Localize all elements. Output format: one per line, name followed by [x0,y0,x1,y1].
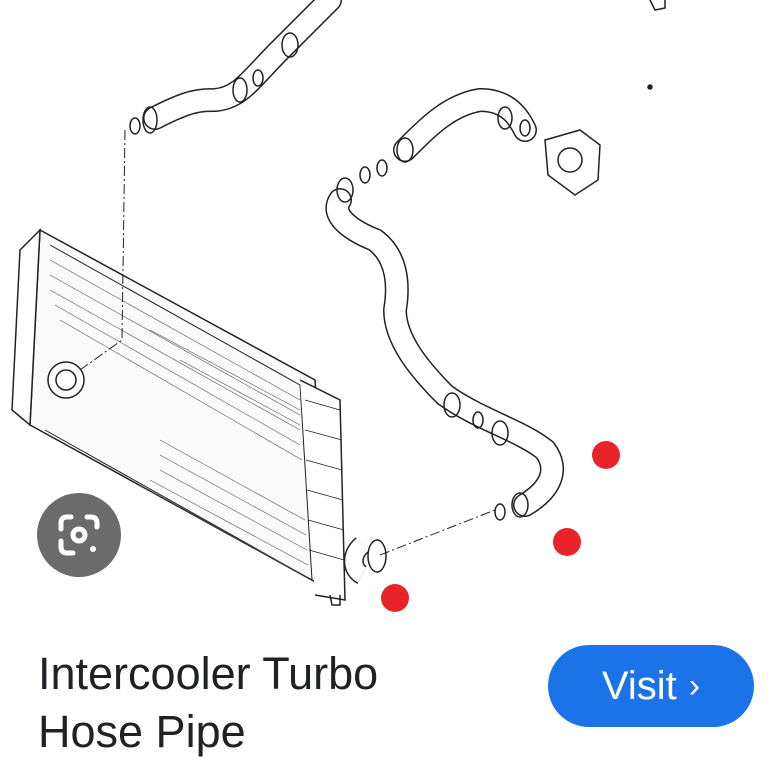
marker-dot [381,584,409,612]
google-lens-icon [58,514,100,556]
google-lens-button[interactable] [37,493,121,577]
product-image-intercooler-diagram[interactable] [0,0,768,625]
result-title-line2: Hose Pipe [38,706,246,757]
marker-dot [592,441,620,469]
marker-dot [553,528,581,556]
result-title[interactable]: Intercooler Turbo Hose Pipe [38,645,378,761]
result-title-line1: Intercooler Turbo [38,648,379,699]
chevron-right-icon: › [688,666,701,705]
visit-label: Visit [601,663,677,708]
visit-button[interactable]: Visit › [548,645,754,727]
